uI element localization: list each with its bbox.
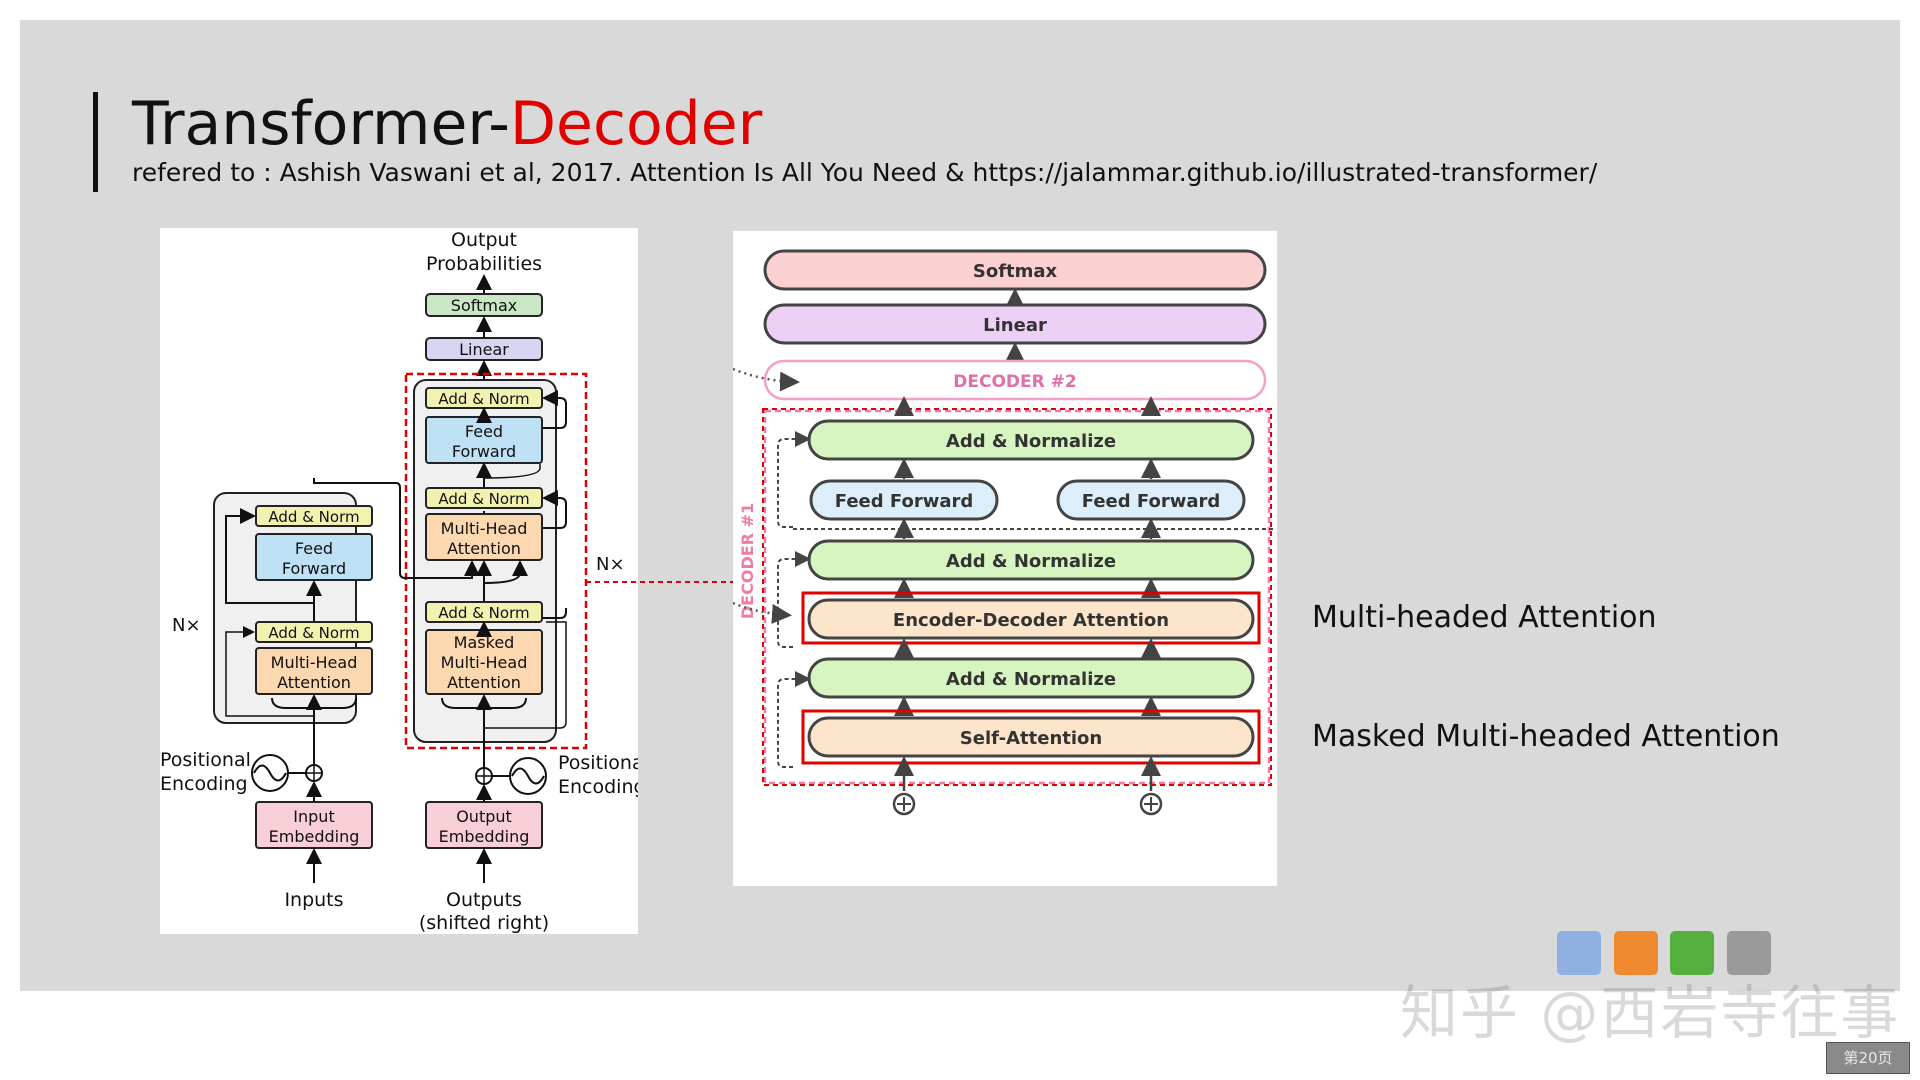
- encoder-mha-label-2: Attention: [277, 673, 351, 692]
- decoder-feed-forward-label-2: Forward: [452, 442, 516, 461]
- logo-square-green: [1670, 931, 1714, 975]
- logo-square-gray: [1727, 931, 1771, 975]
- self-attention-highlight: [801, 709, 1261, 765]
- input-embedding-label-1: Input: [293, 807, 334, 826]
- output-embedding-label-1: Output: [456, 807, 512, 826]
- self-attention-label: Self-Attention: [960, 728, 1102, 749]
- decoder-highlight-box: [404, 372, 588, 750]
- encoder-add-norm-bottom: [255, 621, 373, 643]
- transformer-diagram-panel: Output Probabilities Softmax Linear Add …: [160, 228, 649, 934]
- add-normalize-mid-label: Add & Normalize: [946, 551, 1116, 572]
- watermark: 知乎 @西岩寺往事: [1400, 979, 1901, 1047]
- pos-encoding-right-label-1: Positional: [558, 752, 638, 774]
- page-number-badge[interactable]: 第20页: [1826, 1042, 1910, 1074]
- linear-layer-label: Linear: [983, 315, 1047, 336]
- decoder-mha-label-1: Multi-Head: [441, 519, 528, 538]
- decoder-1-label: DECODER #1: [738, 503, 757, 619]
- decoder-2-block: [763, 359, 1267, 401]
- title-highlight: Decoder: [509, 89, 763, 159]
- encoder-feed-forward-label-1: Feed: [295, 539, 333, 558]
- decoder-add-norm-top-label: Add & Norm: [438, 390, 529, 408]
- pos-encoding-left-label-1: Positional: [160, 749, 251, 771]
- slide-subtitle: refered to : Ashish Vaswani et al, 2017.…: [132, 158, 1598, 187]
- encoder-mha-label-1: Multi-Head: [271, 653, 358, 672]
- encoder-decoder-attention: [807, 598, 1255, 640]
- encoder-add-norm-bottom-label: Add & Norm: [268, 624, 359, 642]
- decoder-masked-label-2: Multi-Head: [441, 653, 528, 672]
- feed-forward-right-label: Feed Forward: [1082, 491, 1220, 512]
- pos-encoding-right-label-2: Encoding: [558, 776, 638, 798]
- transformer-architecture-diagram: Output Probabilities Softmax Linear Add …: [160, 229, 649, 934]
- linear-label: Linear: [459, 340, 509, 359]
- multi-headed-attention-note: Multi-headed Attention: [1312, 600, 1657, 635]
- pos-encoding-left-label-2: Encoding: [160, 773, 248, 795]
- inputs-label: Inputs: [284, 889, 343, 911]
- add-normalize-top-label: Add & Normalize: [946, 431, 1116, 452]
- decoder-repeat-label: N×: [596, 554, 625, 575]
- title-accent-bar: [93, 92, 98, 192]
- diagram-connector: [586, 576, 754, 588]
- decoder-feed-forward-label-1: Feed: [465, 422, 503, 441]
- decoder-1-frame: [763, 409, 1271, 785]
- title-prefix: Transformer-: [132, 89, 510, 159]
- decoder-1-red-frame: [762, 408, 1272, 786]
- encoder-decoder-attention-label: Encoder-Decoder Attention: [893, 610, 1169, 631]
- encoder-decoder-attention-highlight: [801, 591, 1261, 645]
- encoder-add-norm-top-label: Add & Norm: [268, 508, 359, 526]
- slide-title: Transformer-Decoder: [132, 88, 762, 160]
- outputs-label-2: (shifted right): [419, 912, 549, 934]
- logo-square-blue: [1557, 931, 1601, 975]
- masked-multi-headed-attention-note: Masked Multi-headed Attention: [1312, 719, 1780, 754]
- logo-square-orange: [1614, 931, 1658, 975]
- add-normalize-bottom-label: Add & Normalize: [946, 669, 1116, 690]
- decoder-masked-label-3: Attention: [447, 673, 521, 692]
- encoder-repeat-label: N×: [172, 615, 201, 636]
- output-probabilities-label-1: Output: [451, 229, 517, 251]
- encoder-feed-forward-label-2: Forward: [282, 559, 346, 578]
- softmax-layer-label: Softmax: [973, 261, 1058, 282]
- decoder-mha-label-2: Attention: [447, 539, 521, 558]
- decoder-detail-panel: Softmax Linear DECODER #2 DECODER #1 Add…: [732, 231, 1277, 886]
- decoder-add-norm-bottom-label: Add & Norm: [438, 604, 529, 622]
- decoder-detail-diagram: Softmax Linear DECODER #2 DECODER #1 Add…: [732, 249, 1273, 816]
- decoder-add-norm-mid-label: Add & Norm: [438, 490, 529, 508]
- encoder-add-norm-top: [255, 505, 373, 527]
- decoder-2-label: DECODER #2: [953, 372, 1076, 392]
- feed-forward-left-label: Feed Forward: [835, 491, 973, 512]
- output-embedding-label-2: Embedding: [439, 827, 530, 846]
- output-probabilities-label-2: Probabilities: [426, 253, 542, 275]
- softmax-label: Softmax: [451, 296, 517, 315]
- input-embedding-label-2: Embedding: [269, 827, 360, 846]
- outputs-label-1: Outputs: [446, 889, 522, 911]
- decoder-masked-label-1: Masked: [454, 633, 515, 652]
- self-attention: [807, 716, 1255, 758]
